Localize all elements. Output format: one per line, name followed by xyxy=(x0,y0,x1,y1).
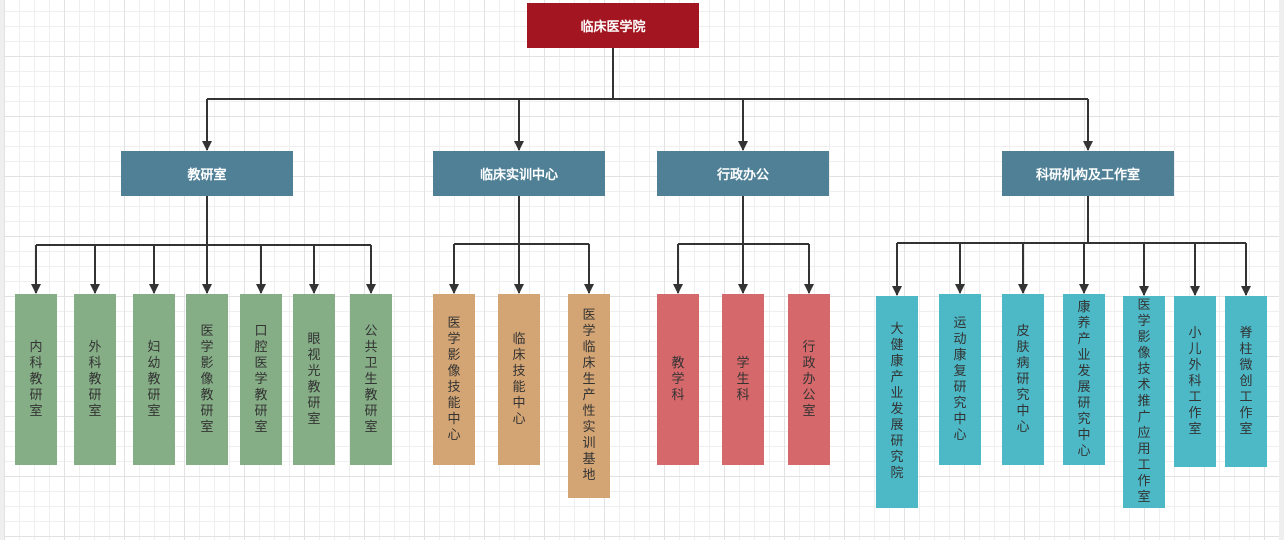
leaf-node-admin-office[interactable]: 行政办公室 xyxy=(788,294,830,465)
leaf-node-label: 眼视光教研室 xyxy=(307,331,321,427)
leaf-node-label: 脊柱微创工作室 xyxy=(1239,325,1253,437)
leaf-node-label: 医学影像技术推广应用工作室 xyxy=(1137,298,1151,505)
leaf-node-spine-minimally-invasive-studio[interactable]: 脊柱微创工作室 xyxy=(1225,296,1267,467)
canvas-left-edge xyxy=(0,0,4,540)
dept-node-teaching-research[interactable]: 教研室 xyxy=(121,151,293,196)
leaf-node-label: 内科教研室 xyxy=(29,339,43,419)
leaf-node-imaging-skills-center[interactable]: 医学影像技能中心 xyxy=(433,294,475,465)
leaf-node-label: 外科教研室 xyxy=(88,339,102,419)
leaf-node-label: 医学影像教研室 xyxy=(200,323,214,435)
dept-node-clinical-training-center[interactable]: 临床实训中心 xyxy=(433,151,605,196)
leaf-node-label: 临床技能中心 xyxy=(512,331,526,427)
leaf-node-label: 妇幼教研室 xyxy=(147,339,161,419)
leaf-node-label: 口腔医学教研室 xyxy=(254,323,268,435)
leaf-node-label: 医学影像技能中心 xyxy=(447,315,461,443)
leaf-node-label: 皮肤病研究中心 xyxy=(1016,323,1030,435)
leaf-node-medical-imaging-teaching[interactable]: 医学影像教研室 xyxy=(186,294,228,465)
leaf-node-productive-training-base[interactable]: 医学临床生产性实训基地 xyxy=(568,294,610,498)
leaf-node-label: 行政办公室 xyxy=(802,339,816,419)
dept-node-label: 行政办公 xyxy=(716,168,769,183)
leaf-node-public-health[interactable]: 公共卫生教研室 xyxy=(350,294,392,465)
leaf-node-optometry[interactable]: 眼视光教研室 xyxy=(293,294,335,465)
leaf-node-health-industry-institute[interactable]: 大健康产业发展研究院 xyxy=(876,296,918,508)
canvas-right-edge xyxy=(1279,0,1284,540)
dept-node-label: 教研室 xyxy=(187,168,227,183)
leaf-node-label: 医学临床生产性实训基地 xyxy=(582,308,596,483)
leaf-node-student-section[interactable]: 学生科 xyxy=(722,294,764,465)
leaf-node-stomatology[interactable]: 口腔医学教研室 xyxy=(240,294,282,465)
leaf-node-label: 公共卫生教研室 xyxy=(364,323,378,435)
leaf-node-label: 教学科 xyxy=(671,355,685,403)
leaf-node-teaching-section[interactable]: 教学科 xyxy=(657,294,699,465)
leaf-node-label: 运动康复研究中心 xyxy=(953,315,967,443)
leaf-node-sports-rehab-center[interactable]: 运动康复研究中心 xyxy=(939,294,981,465)
leaf-node-label: 康养产业发展研究中心 xyxy=(1077,299,1091,459)
dept-node-administration[interactable]: 行政办公 xyxy=(657,151,829,196)
leaf-node-imaging-tech-studio[interactable]: 医学影像技术推广应用工作室 xyxy=(1123,296,1165,508)
leaf-node-pediatric-surgery-studio[interactable]: 小儿外科工作室 xyxy=(1174,296,1216,467)
leaf-node-wellness-industry-center[interactable]: 康养产业发展研究中心 xyxy=(1063,294,1105,465)
leaf-node-label: 小儿外科工作室 xyxy=(1188,325,1202,437)
root-node-label: 临床医学院 xyxy=(580,20,646,35)
dept-node-research-institutes[interactable]: 科研机构及工作室 xyxy=(1002,151,1174,196)
leaf-node-label: 大健康产业发展研究院 xyxy=(890,322,904,481)
leaf-node-surgery[interactable]: 外科教研室 xyxy=(74,294,116,465)
dept-node-label: 科研机构及工作室 xyxy=(1035,168,1140,183)
root-node-clinical-medical-college[interactable]: 临床医学院 xyxy=(527,3,699,48)
leaf-node-internal-medicine[interactable]: 内科教研室 xyxy=(15,294,57,465)
leaf-node-clinical-skills-center[interactable]: 临床技能中心 xyxy=(498,294,540,465)
leaf-node-maternal-child[interactable]: 妇幼教研室 xyxy=(133,294,175,465)
leaf-node-label: 学生科 xyxy=(736,355,750,403)
leaf-node-dermatology-center[interactable]: 皮肤病研究中心 xyxy=(1002,294,1044,465)
dept-node-label: 临床实训中心 xyxy=(479,168,558,183)
